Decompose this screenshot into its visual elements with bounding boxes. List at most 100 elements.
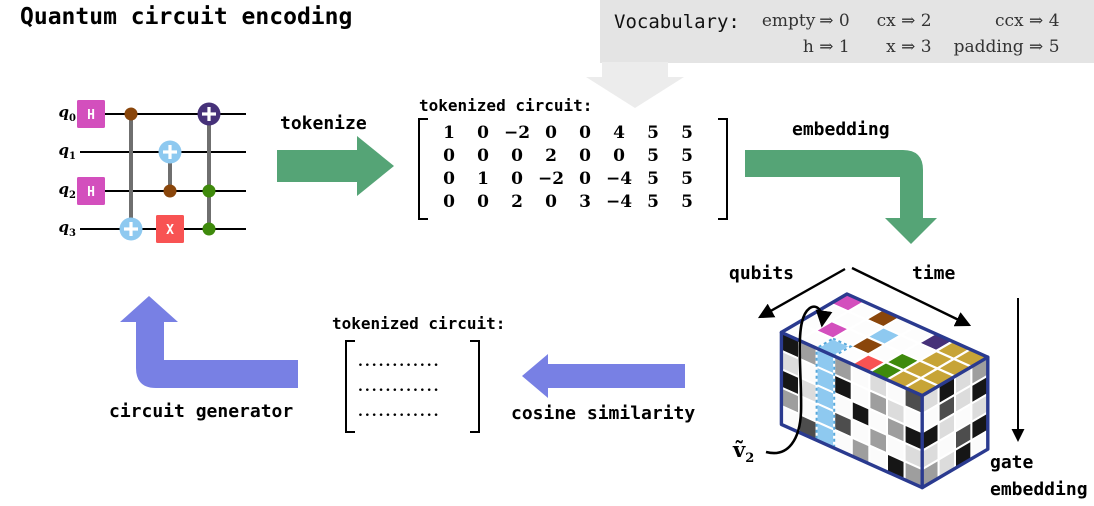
- cube-front-cell: [798, 375, 818, 405]
- cube-top-cell: [867, 361, 906, 382]
- matrix-cell: 0: [443, 146, 455, 166]
- embedding-label: embedding: [792, 119, 890, 140]
- cube-front-cell: [798, 412, 818, 442]
- matrix-cell: 0: [545, 123, 557, 143]
- embedding-cube: [779, 292, 991, 490]
- vocabulary-label: Vocabulary:: [614, 11, 740, 33]
- matrix-cell: 0: [443, 169, 455, 189]
- matrix-cell: 5: [647, 192, 659, 212]
- h-gate: [77, 100, 105, 128]
- h-gate-label: H: [87, 108, 95, 123]
- cube-front-cell: [850, 399, 871, 429]
- matrix-cell: −2: [537, 169, 565, 189]
- ccx-control-dot: [202, 184, 216, 198]
- matrix-cell: 3: [579, 192, 591, 212]
- cube-front-cell: [850, 417, 871, 448]
- cube-top-cell: [848, 335, 887, 356]
- cube-front-cell: [868, 407, 888, 437]
- cube-front-cell: [815, 420, 836, 450]
- tokenize-arrow: [277, 136, 394, 196]
- vocab-entry: empty ⇒ 0: [761, 11, 850, 31]
- cube-right-cell: [921, 421, 940, 453]
- cube-right-cell: [970, 429, 989, 461]
- tokenized-circuit-label-top: tokenized circuit:: [419, 96, 593, 115]
- cube-top-cell: [829, 310, 869, 331]
- cube-top-cell: [828, 292, 867, 313]
- matrix-cell: 0: [579, 146, 591, 166]
- cube-right-cell: [937, 448, 956, 480]
- cube-top-cell: [830, 327, 870, 348]
- cube-top-cell: [865, 343, 905, 364]
- vocab-entry: cx ⇒ 2: [876, 11, 932, 31]
- cube-front-cell: [886, 396, 906, 427]
- matrix-cell: 2: [511, 192, 523, 212]
- cube-right-cell: [970, 373, 989, 406]
- dots-matrix-bracket-right: [470, 340, 480, 433]
- cosine-similarity-arrow: [522, 354, 685, 398]
- cx-target: [158, 140, 182, 164]
- tokenized-circuit-label-bottom: tokenized circuit:: [332, 314, 506, 333]
- cube-right-cell: [954, 438, 973, 471]
- vocabulary-column: ccx ⇒ 4 padding ⇒ 5: [954, 8, 1060, 63]
- matrix-cell: 0: [477, 123, 489, 143]
- cube-front-cell: [833, 372, 853, 403]
- x-gate: [156, 215, 184, 243]
- matrix-cell: 1: [477, 169, 489, 189]
- cube-top-cell: [884, 368, 924, 389]
- cube-top-cell: [813, 319, 852, 340]
- cube-right-cell: [921, 457, 940, 490]
- dots-matrix-bracket-left: [345, 340, 355, 433]
- embedding-vector-label: ṽ2: [733, 437, 755, 467]
- cube-right-cell: [921, 402, 940, 435]
- cube-front-cell: [798, 357, 818, 387]
- cube-top-cell: [795, 311, 835, 332]
- cube-inner-edge: [779, 330, 924, 398]
- vocab-entry: padding ⇒ 5: [953, 37, 1060, 57]
- quantum-circuit: HHX: [77, 100, 246, 243]
- circuit-generator-label: circuit generator: [109, 401, 294, 422]
- double-arrow-glyph: ⇒: [819, 37, 834, 57]
- cube-front-cell: [815, 383, 836, 413]
- time-axis-label: time: [912, 263, 956, 284]
- placeholder-matrix: ....................................: [358, 350, 470, 425]
- cube-front-cell: [780, 330, 800, 361]
- cube-right-cell: [954, 383, 973, 415]
- double-arrow-glyph: ⇒: [901, 11, 916, 31]
- ccx-control-dot: [202, 222, 216, 236]
- cube-front-cell: [850, 380, 871, 411]
- matrix-cell: 4: [613, 123, 625, 143]
- cube-top-cell: [917, 349, 957, 370]
- cube-front-cell: [850, 436, 871, 466]
- embedding-arrow: [745, 150, 937, 244]
- cube-right-cell: [937, 411, 956, 443]
- vector-pointer-curve: [765, 305, 833, 455]
- matrix-cell: 0: [477, 192, 489, 212]
- matrix-cell: −2: [503, 123, 531, 143]
- tokenize-label: tokenize: [280, 113, 367, 134]
- cube-outline: [779, 292, 990, 490]
- qubit-label: q3: [58, 218, 76, 239]
- cube-right-cell: [937, 374, 956, 407]
- cube-top-cell: [933, 340, 973, 361]
- double-arrow-glyph: ⇒: [1029, 37, 1044, 57]
- cube-top-cell: [779, 321, 818, 342]
- qubit-label: q2: [58, 180, 76, 201]
- cube-top-cell: [902, 376, 941, 397]
- highlighted-token-cell: [814, 337, 853, 358]
- vocab-entry: h ⇒ 1: [802, 37, 850, 57]
- double-arrow-glyph: ⇒: [901, 37, 916, 57]
- matrix-cell: 2: [545, 146, 557, 166]
- matrix-cell: 0: [579, 123, 591, 143]
- matrix-cell: 0: [477, 146, 489, 166]
- vocab-to-matrix-arrow: [586, 62, 684, 108]
- cube-top-cell: [883, 351, 923, 372]
- vocabulary-column: empty ⇒ 0 h ⇒ 1: [762, 8, 850, 63]
- matrix-cell: 0: [579, 169, 591, 189]
- gate-embedding-label: gate embedding: [990, 452, 1088, 500]
- matrix-bracket-left: [418, 118, 428, 220]
- vocabulary-panel: Vocabulary: empty ⇒ 0 h ⇒ 1 cx ⇒ 2 x ⇒ 3…: [600, 0, 1094, 63]
